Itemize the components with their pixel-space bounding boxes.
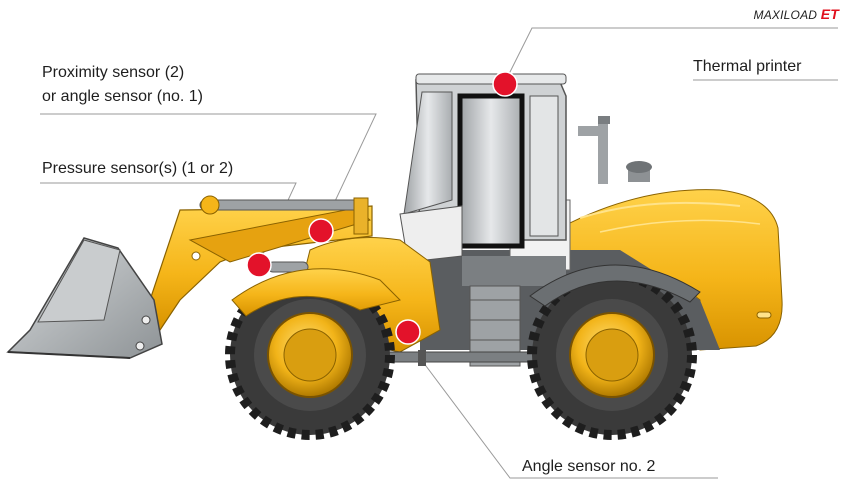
cab <box>399 73 567 367</box>
label-angle-sensor-2: Angle sensor no. 2 <box>522 458 656 475</box>
label-proximity-line1: Proximity sensor (2) <box>42 64 185 81</box>
label-proximity-line2: or angle sensor (no. 1) <box>42 88 203 105</box>
label-thermal-printer: Thermal printer <box>693 58 802 75</box>
sensor-marker-icon <box>395 319 421 345</box>
brand-suffix: ET <box>820 6 839 22</box>
front-fender <box>231 268 401 317</box>
brand-logo: MAXILOAD ET <box>754 6 839 22</box>
sensor-markers <box>246 71 518 345</box>
front-wheel <box>225 270 395 440</box>
label-pressure-sensor: Pressure sensor(s) (1 or 2) <box>42 160 234 177</box>
angle-sensor-mount <box>418 350 426 366</box>
sensor-marker-icon <box>308 218 334 244</box>
sensor-marker-icon <box>492 71 518 97</box>
leader-angle-2 <box>422 361 718 479</box>
leader-proximity <box>40 113 377 232</box>
drive-shaft <box>379 351 541 363</box>
rear-wheel <box>527 270 697 440</box>
sensor-marker-icon <box>246 252 272 278</box>
rear-fender <box>529 264 701 307</box>
leader-thermal-printer <box>504 27 838 83</box>
leader-lines <box>40 27 838 479</box>
bucket <box>6 237 163 359</box>
brand-name: MAXILOAD <box>753 8 818 22</box>
